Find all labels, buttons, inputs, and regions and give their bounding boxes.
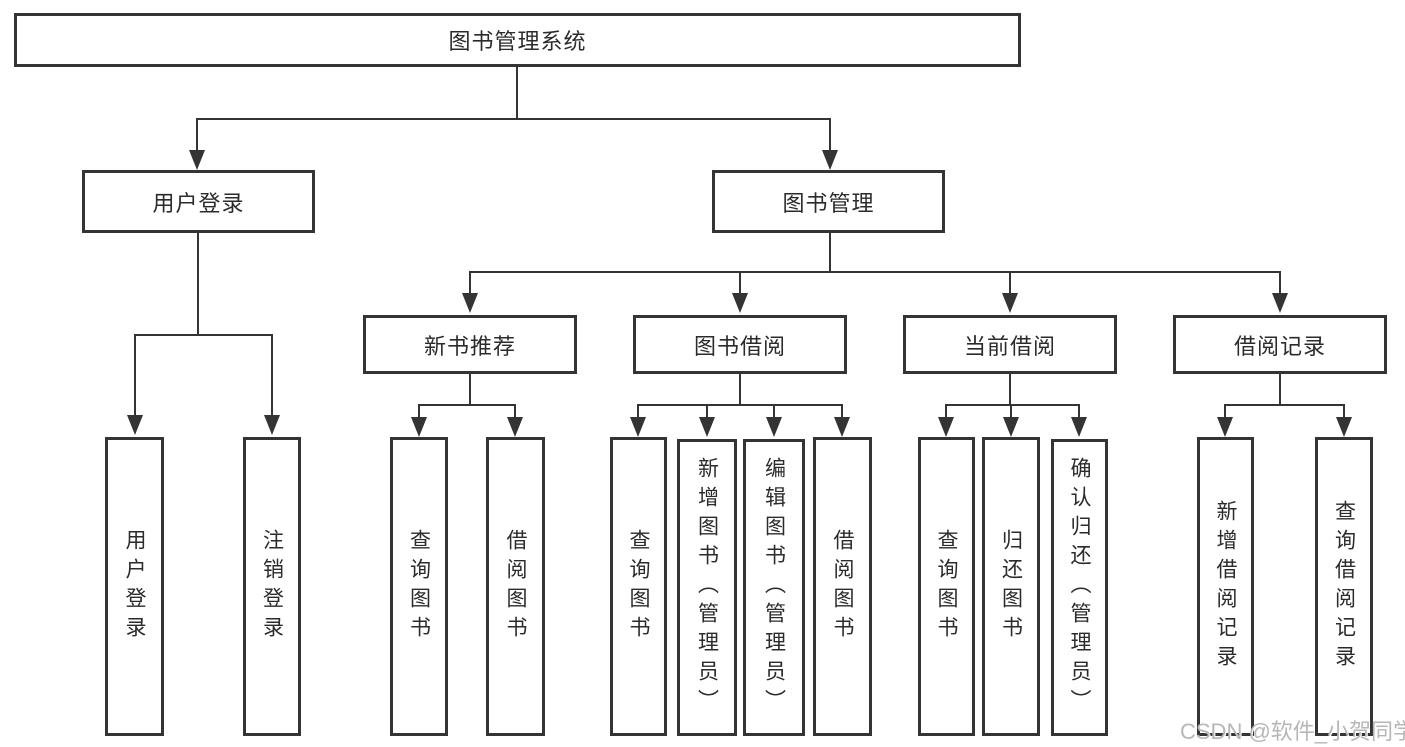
node-borrowing-records: 借阅记录 — [1173, 315, 1387, 374]
connector-line — [418, 404, 516, 406]
connector-line — [271, 334, 273, 417]
arrowhead-down-icon — [1336, 417, 1352, 437]
leaf-return-books: 归还图书 — [982, 437, 1040, 736]
connector-line — [1224, 404, 1226, 419]
connector-line — [739, 271, 741, 295]
leaf-label: 确认归还（管理员） — [1068, 457, 1092, 718]
node-label: 图书借阅 — [693, 333, 786, 359]
node-label: 图书管理 — [782, 190, 875, 216]
arrowhead-down-icon — [938, 417, 954, 437]
leaf-confirm-return-admin: 确认归还（管理员） — [1051, 439, 1108, 736]
leaf-query-borrow-record: 查询借阅记录 — [1315, 437, 1373, 736]
connector-line — [637, 404, 843, 406]
arrowhead-down-icon — [264, 415, 280, 435]
connector-line — [469, 271, 1281, 273]
leaf-query-books-current: 查询图书 — [918, 437, 975, 736]
arrowhead-down-icon — [766, 417, 782, 437]
leaf-label: 借阅图书 — [831, 528, 855, 645]
arrowhead-down-icon — [732, 293, 748, 313]
connector-line — [1279, 271, 1281, 295]
arrowhead-down-icon — [699, 417, 715, 437]
node-library-management-system: 图书管理系统 — [14, 13, 1021, 67]
connector-line — [1010, 404, 1012, 419]
connector-line — [516, 66, 518, 120]
leaf-label: 查询图书 — [935, 528, 959, 645]
arrowhead-down-icon — [1217, 417, 1233, 437]
node-label: 图书管理系统 — [448, 29, 587, 54]
connector-line — [739, 373, 741, 405]
leaf-label: 查询图书 — [407, 528, 431, 645]
leaf-label: 查询借阅记录 — [1332, 499, 1356, 674]
leaf-logout: 注销登录 — [243, 437, 301, 736]
arrowhead-down-icon — [189, 150, 205, 170]
connector-line — [829, 232, 831, 272]
connector-line — [514, 404, 516, 419]
leaf-add-books-admin: 新增图书（管理员） — [677, 439, 737, 736]
connector-line — [134, 334, 273, 336]
node-label: 新书推荐 — [423, 333, 516, 359]
connector-line — [773, 404, 775, 419]
leaf-label: 归还图书 — [999, 528, 1023, 645]
connector-line — [945, 404, 947, 419]
arrowhead-down-icon — [127, 415, 143, 435]
connector-line — [1078, 404, 1080, 419]
arrowhead-down-icon — [1003, 417, 1019, 437]
connector-line — [1224, 404, 1345, 406]
leaf-query-books-recommend: 查询图书 — [390, 437, 448, 736]
connector-line — [706, 404, 708, 419]
leaf-user-login: 用户登录 — [105, 437, 164, 736]
connector-line — [196, 118, 831, 120]
arrowhead-down-icon — [630, 417, 646, 437]
leaf-query-books-borrow: 查询图书 — [610, 437, 667, 736]
arrowhead-down-icon — [1002, 293, 1018, 313]
arrowhead-down-icon — [822, 150, 838, 170]
connector-line — [197, 232, 199, 335]
node-user-login: 用户登录 — [82, 170, 315, 233]
connector-line — [637, 404, 639, 419]
connector-line — [1009, 373, 1011, 405]
leaf-add-borrow-record: 新增借阅记录 — [1197, 437, 1254, 736]
leaf-label: 新增借阅记录 — [1214, 499, 1238, 674]
connector-line — [418, 404, 420, 419]
connector-line — [469, 271, 471, 295]
arrowhead-down-icon — [411, 417, 427, 437]
node-book-management: 图书管理 — [712, 170, 945, 233]
connector-line — [1009, 271, 1011, 295]
csdn-watermark: CSDN @软件_小贺同学 — [1180, 719, 1405, 744]
connector-line — [1279, 373, 1281, 405]
leaf-label: 编辑图书（管理员） — [762, 457, 786, 718]
connector-line — [945, 404, 1079, 406]
node-label: 当前借阅 — [963, 333, 1056, 359]
connector-line — [829, 118, 831, 152]
node-book-borrowing: 图书借阅 — [633, 315, 847, 374]
connector-line — [469, 373, 471, 405]
arrowhead-down-icon — [1272, 293, 1288, 313]
arrowhead-down-icon — [1071, 417, 1087, 437]
leaf-edit-books-admin: 编辑图书（管理员） — [743, 439, 805, 736]
leaf-label: 新增图书（管理员） — [695, 457, 719, 718]
connector-line — [1343, 404, 1345, 419]
arrowhead-down-icon — [462, 293, 478, 313]
connector-line — [196, 118, 198, 152]
leaf-borrow-books: 借阅图书 — [813, 437, 872, 736]
leaf-label: 查询图书 — [627, 528, 651, 645]
node-label: 借阅记录 — [1233, 333, 1326, 359]
leaf-borrow-books-recommend: 借阅图书 — [486, 437, 545, 736]
node-label: 用户登录 — [152, 190, 245, 216]
arrowhead-down-icon — [507, 417, 523, 437]
connector-line — [134, 334, 136, 417]
leaf-label: 注销登录 — [260, 528, 284, 645]
connector-line — [841, 404, 843, 419]
leaf-label: 借阅图书 — [504, 528, 528, 645]
node-current-borrowing: 当前借阅 — [903, 315, 1117, 374]
node-new-book-recommendation: 新书推荐 — [363, 315, 577, 374]
arrowhead-down-icon — [834, 417, 850, 437]
leaf-label: 用户登录 — [123, 528, 147, 645]
